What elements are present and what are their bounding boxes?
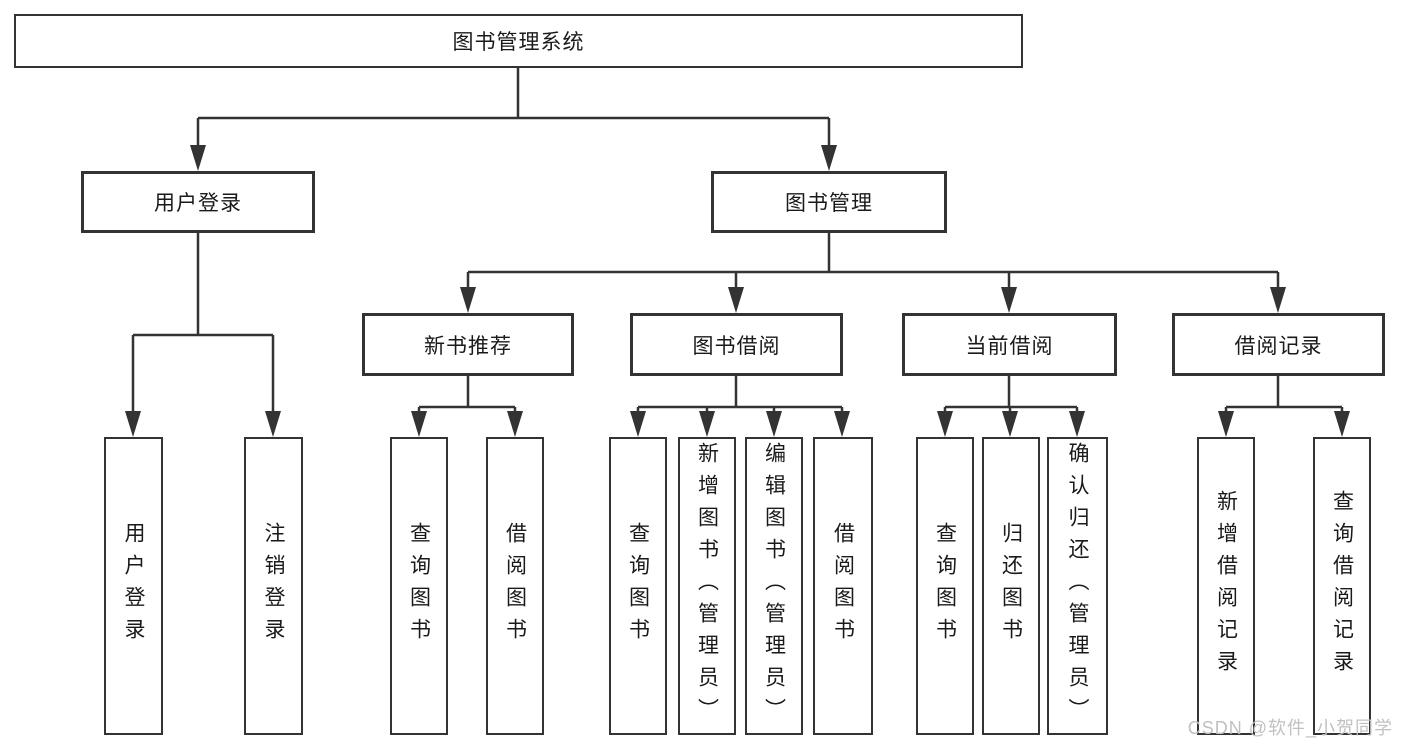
- leaf-label: 借阅图书: [503, 522, 527, 650]
- node-label: 当前借阅: [965, 334, 1054, 358]
- node-book-management: 图书管理: [711, 171, 947, 233]
- leaf-label: 归还图书: [999, 522, 1023, 650]
- leaf-label: 查询图书: [407, 522, 431, 650]
- leaf-borrow-books: 借阅图书: [813, 437, 873, 735]
- leaf-logout: 注销登录: [244, 437, 303, 735]
- leaf-add-book-admin: 新增图书（管理员）: [678, 437, 736, 735]
- leaf-borrow-books-recommend: 借阅图书: [486, 437, 544, 735]
- node-label: 图书管理系统: [452, 31, 585, 54]
- leaf-query-books-current: 查询图书: [916, 437, 974, 735]
- leaf-confirm-return-admin: 确认归还（管理员）: [1047, 437, 1108, 735]
- node-user-login: 用户登录: [81, 171, 315, 233]
- leaf-label: 注销登录: [262, 522, 285, 650]
- leaf-label: 用户登录: [122, 522, 145, 650]
- node-label: 新书推荐: [424, 334, 512, 358]
- leaf-label: 借阅图书: [831, 522, 855, 650]
- csdn-watermark: CSDN @软件_小贺同学: [1187, 718, 1393, 738]
- node-book-borrow: 图书借阅: [630, 313, 843, 376]
- node-borrow-records: 借阅记录: [1172, 313, 1385, 376]
- leaf-label: 确认归还（管理员）: [1066, 442, 1089, 730]
- node-root: 图书管理系统: [14, 14, 1023, 68]
- leaf-return-book: 归还图书: [982, 437, 1040, 735]
- leaf-label: 编辑图书（管理员）: [762, 442, 786, 730]
- node-label: 图书借阅: [692, 334, 781, 358]
- leaf-label: 查询图书: [626, 522, 650, 650]
- node-current-borrow: 当前借阅: [902, 313, 1117, 376]
- leaf-label: 查询借阅记录: [1330, 490, 1354, 682]
- leaf-user-login: 用户登录: [104, 437, 163, 735]
- leaf-label: 查询图书: [933, 522, 957, 650]
- leaf-query-borrow-record: 查询借阅记录: [1313, 437, 1371, 735]
- leaf-query-books-borrow: 查询图书: [609, 437, 667, 735]
- node-new-book-recommend: 新书推荐: [362, 313, 574, 376]
- leaf-label: 新增图书（管理员）: [695, 442, 719, 730]
- node-label: 用户登录: [154, 192, 242, 215]
- node-label: 图书管理: [785, 192, 873, 215]
- leaf-query-books-recommend: 查询图书: [390, 437, 448, 735]
- arrowheads: [125, 145, 1350, 437]
- leaf-add-borrow-record: 新增借阅记录: [1197, 437, 1255, 735]
- leaf-label: 新增借阅记录: [1214, 490, 1238, 682]
- leaf-edit-book-admin: 编辑图书（管理员）: [745, 437, 803, 735]
- node-label: 借阅记录: [1234, 334, 1323, 358]
